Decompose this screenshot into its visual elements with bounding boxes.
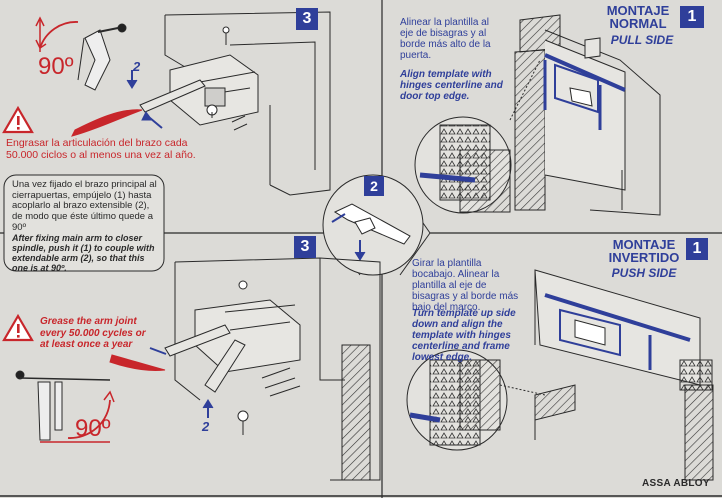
middle-circle-detail <box>322 174 424 276</box>
step-badge: 3 <box>296 8 318 30</box>
top-right-drawing <box>414 14 661 216</box>
warning-icon <box>2 105 34 134</box>
middle-instruction-box <box>3 174 165 272</box>
arrow-number: 2 <box>133 59 141 74</box>
instruction-text-en: Turn template up side down and align the… <box>412 308 516 363</box>
top-left-drawing <box>35 11 331 196</box>
section-subtitle: PUSH SIDE <box>611 266 677 280</box>
section-title-sub: NORMAL <box>609 16 667 31</box>
step-badge: 3 <box>294 236 316 258</box>
angle-label: 90º <box>38 53 74 80</box>
angle-label: 90º <box>75 415 111 442</box>
brand-logo-text: ASSA ABLOY <box>642 478 710 489</box>
instruction-text-es: Girar la plantilla bocabajo. Alinear la … <box>412 258 519 313</box>
warning-text: Grease the arm joint every 50.000 cycles… <box>40 316 146 350</box>
warning-text: Engrasar la articulación del brazo cada … <box>6 137 196 162</box>
instruction-text-en: After fixing main arm to closer spindle,… <box>12 233 155 274</box>
warning-icon <box>2 313 34 342</box>
section-title: MONTAJE <box>612 237 676 252</box>
step-badge: 1 <box>686 238 708 260</box>
instruction-text-es: Alinear la plantilla al eje de bisagras … <box>400 17 491 61</box>
bottom-left-drawing <box>15 257 381 481</box>
section-subtitle: PULL SIDE <box>610 33 674 47</box>
arrow-number: 2 <box>202 419 210 434</box>
step-badge: 1 <box>680 6 704 28</box>
bottom-right-drawing <box>406 269 714 481</box>
instruction-text-es: Una vez fijado el brazo principal al cie… <box>12 179 157 233</box>
section-title-sub: INVERTIDO <box>608 250 680 265</box>
step-badge: 2 <box>364 176 384 196</box>
instruction-text-en: Align template with hinges centerline an… <box>400 69 503 102</box>
section-title: MONTAJE <box>606 3 670 18</box>
